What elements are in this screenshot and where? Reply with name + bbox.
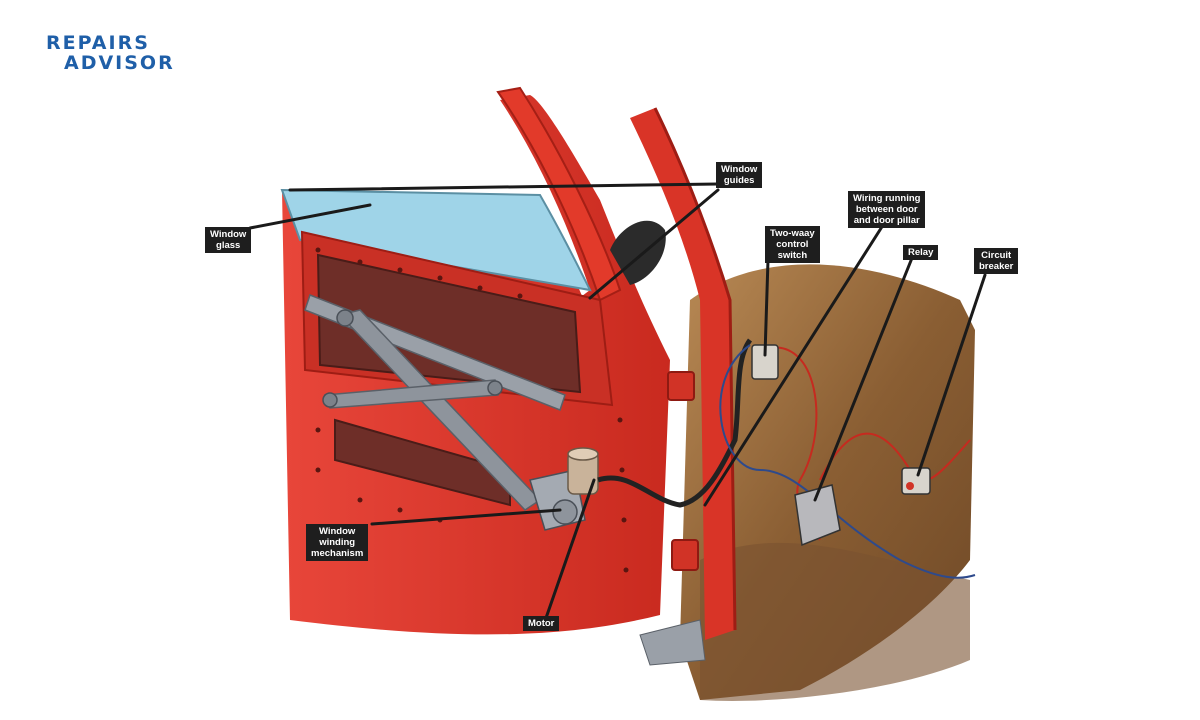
leader-motor <box>544 478 596 620</box>
window-glass <box>280 188 592 292</box>
logo-line-1: REPAIRS <box>46 32 150 54</box>
circuit-breaker-unit <box>901 467 931 495</box>
logo-line-2: ADVISOR <box>64 52 175 74</box>
leader-circuit-breaker <box>916 273 987 477</box>
regulator-pivot-2 <box>487 380 503 396</box>
label-window-glass: Window glass <box>205 227 252 253</box>
leader-lines <box>248 182 987 620</box>
leader-two-way-switch <box>763 258 770 357</box>
pillar-edge <box>653 107 737 631</box>
wiring-loom <box>597 338 753 508</box>
door-sill <box>639 619 706 666</box>
label-wiring: Wiring running between door and door pil… <box>848 191 926 228</box>
door-hinge-upper <box>667 371 695 401</box>
leader-window-guides-b <box>588 188 720 300</box>
repairs-advisor-logo: REPAIRS ADVISOR <box>46 34 175 73</box>
regulator-pivot <box>336 309 354 327</box>
motor-top <box>567 447 599 461</box>
label-motor: Motor <box>523 616 560 631</box>
label-relay: Relay <box>903 245 939 260</box>
wiring-blue <box>719 344 976 579</box>
window-frame <box>496 86 622 302</box>
leader-window-guides-a <box>288 182 720 192</box>
regulator-pivot-3 <box>322 392 338 408</box>
label-two-way-switch: Two-waay control switch <box>765 226 820 263</box>
leader-relay <box>813 256 914 502</box>
wiring-red-2 <box>819 432 971 481</box>
leader-window-glass <box>248 203 372 230</box>
circuit-breaker-button <box>906 482 914 490</box>
label-window-guides: Window guides <box>716 162 763 188</box>
door-pillar <box>630 108 735 640</box>
label-circuit-breaker: Circuit breaker <box>974 248 1019 274</box>
label-window-winding: Window winding mechanism <box>306 524 369 561</box>
car-body-floor <box>700 542 970 701</box>
leader-window-winding <box>370 508 562 526</box>
door-hinge-lower <box>671 539 699 571</box>
leader-wiring <box>703 220 887 507</box>
winding-gear <box>552 499 578 525</box>
panel-cutout-lower <box>334 418 511 507</box>
